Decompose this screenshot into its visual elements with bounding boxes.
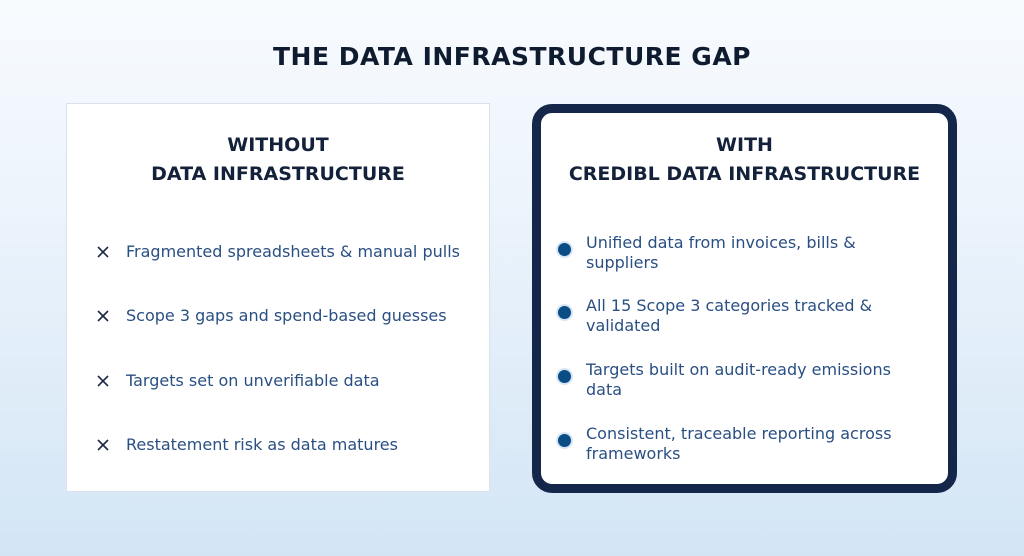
- without-card-heading: WITHOUT DATA INFRASTRUCTURE: [67, 131, 489, 189]
- with-infrastructure-card: WITH CREDIBL DATA INFRASTRUCTURE Unified…: [532, 104, 957, 493]
- bullet-dot-icon: [558, 370, 571, 383]
- without-heading-line2: DATA INFRASTRUCTURE: [151, 163, 405, 185]
- page-title: THE DATA INFRASTRUCTURE GAP: [272, 42, 751, 71]
- without-heading-line1: WITHOUT: [227, 134, 329, 156]
- with-heading-line2: CREDIBL DATA INFRASTRUCTURE: [568, 163, 921, 185]
- with-item-text: Unified data from invoices, bills & supp…: [586, 233, 856, 272]
- with-item-text: Consistent, traceable reporting across f…: [586, 424, 892, 463]
- without-item-text: Fragmented spreadsheets & manual pulls: [126, 242, 460, 261]
- without-item-text: Restatement risk as data matures: [126, 435, 398, 454]
- x-mark-icon: [97, 246, 109, 258]
- without-item-text: Scope 3 gaps and spend-based guesses: [126, 306, 447, 325]
- bullet-dot-icon: [558, 434, 571, 447]
- bullet-dot-icon: [558, 306, 571, 319]
- with-card-heading: WITH CREDIBL DATA INFRASTRUCTURE: [541, 131, 948, 189]
- x-mark-icon: [97, 439, 109, 451]
- x-mark-icon: [97, 375, 109, 387]
- without-infrastructure-card: WITHOUT DATA INFRASTRUCTURE Fragmented s…: [66, 103, 490, 492]
- with-item-text: All 15 Scope 3 categories tracked & vali…: [586, 296, 873, 335]
- with-item-text: Targets built on audit-ready emissions d…: [586, 360, 891, 399]
- without-item-text: Targets set on unverifiable data: [126, 371, 380, 390]
- with-heading-line1: WITH: [716, 134, 773, 156]
- x-mark-icon: [97, 310, 109, 322]
- bullet-dot-icon: [558, 243, 571, 256]
